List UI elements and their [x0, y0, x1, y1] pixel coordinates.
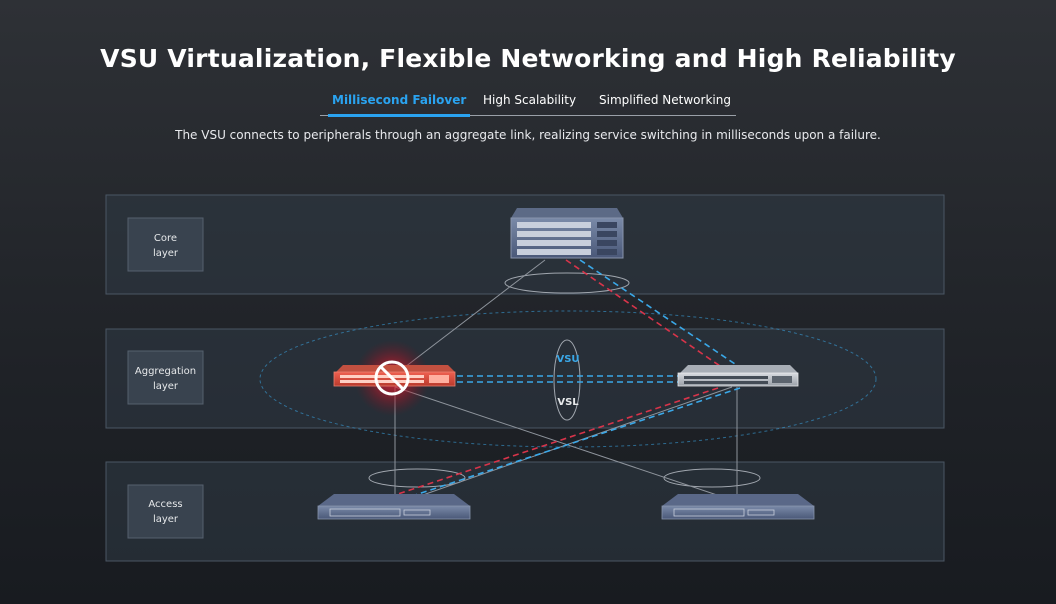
core-layer-label: Core layer — [127, 217, 204, 272]
access-switch-right — [661, 494, 815, 520]
aggregation-switch-right — [677, 365, 799, 387]
vsl-label: VSL — [557, 397, 579, 408]
access-layer-label: Access layer — [127, 484, 204, 539]
vsl-aggregate-ring — [553, 339, 581, 421]
access-left-aggregate-ring — [368, 468, 466, 488]
svg-text:layer: layer — [153, 248, 179, 259]
svg-text:layer: layer — [153, 514, 179, 525]
svg-text:Aggregation: Aggregation — [135, 366, 196, 377]
failed-links — [391, 259, 721, 497]
tab-bar: Millisecond Failover High Scalability Si… — [320, 93, 736, 117]
vsu-boundary — [259, 310, 877, 448]
core-switch — [510, 208, 624, 259]
tab-description: The VSU connects to peripherals through … — [175, 128, 881, 142]
aggregation-layer-label: Aggregation layer — [127, 350, 204, 405]
svg-text:layer: layer — [153, 381, 179, 392]
aggregation-layer-panel — [105, 328, 945, 429]
active-links — [411, 259, 741, 497]
aggregation-switch-left — [333, 365, 456, 387]
access-right-aggregate-ring — [663, 468, 761, 488]
tab-high-scalability[interactable]: High Scalability — [483, 93, 577, 107]
svg-text:Access: Access — [148, 499, 182, 510]
page-title: VSU Virtualization, Flexible Networking … — [100, 44, 956, 73]
core-aggregate-ring — [504, 272, 630, 294]
tab-millisecond-failover[interactable]: Millisecond Failover — [327, 93, 471, 117]
no-entry-icon — [374, 360, 410, 396]
vsu-label: VSU — [556, 354, 579, 365]
access-layer-panel — [105, 461, 945, 562]
tab-simplified-networking[interactable]: Simplified Networking — [599, 93, 731, 107]
svg-text:Core: Core — [154, 233, 177, 244]
access-switch-left — [317, 494, 471, 520]
